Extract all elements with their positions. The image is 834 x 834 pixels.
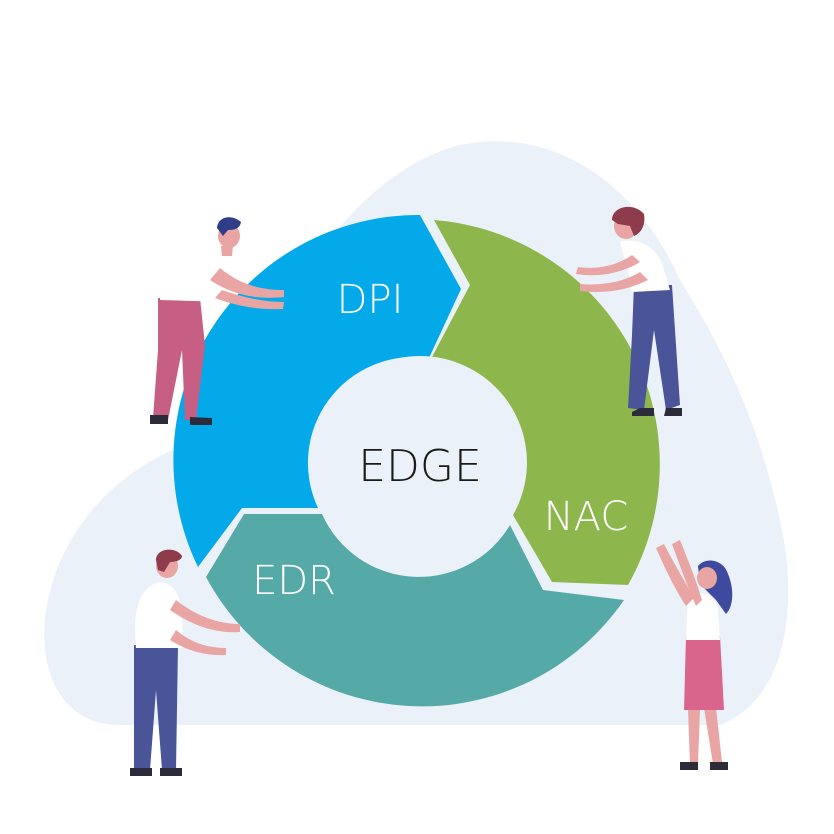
center-circle (314, 356, 526, 568)
segment-nac (432, 220, 660, 585)
segment-edr (206, 514, 624, 707)
center-label: EDGE (358, 441, 482, 492)
person-top-left (150, 217, 284, 425)
edr-label: EDR (252, 558, 336, 604)
nac-label: NAC (544, 494, 629, 540)
person-bottom-right (656, 540, 733, 770)
dpi-label: DPI (337, 277, 404, 323)
person-top-right (576, 206, 682, 416)
person-bottom-left (130, 549, 240, 776)
